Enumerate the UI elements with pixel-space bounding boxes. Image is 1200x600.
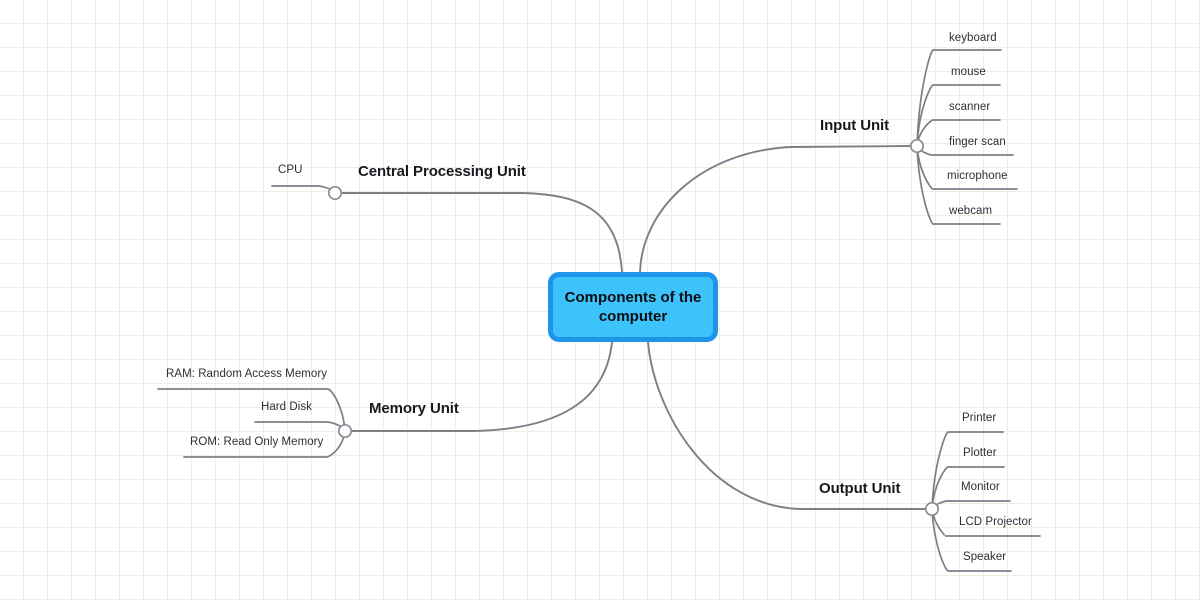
leaf-edge-output-unit-4 — [931, 508, 1012, 572]
main-branch-edges — [340, 145, 927, 510]
edge-root-to-memory-unit — [350, 341, 613, 432]
root-node[interactable]: Components of the computer — [548, 272, 718, 342]
branch-title-memory-unit[interactable]: Memory Unit — [369, 400, 459, 417]
junction-dot-central-processing-unit[interactable] — [327, 185, 343, 201]
leaf-edge-output-unit-2 — [931, 500, 1011, 510]
junction-dots — [327, 138, 940, 517]
leaf-label-output-unit-4[interactable]: Speaker — [963, 551, 1007, 563]
leaf-edge-input-unit-4 — [916, 145, 1018, 190]
leaf-edge-input-unit-0 — [916, 49, 1002, 147]
leaf-label-input-unit-3[interactable]: finger scan — [949, 136, 1006, 148]
junction-dot-memory-unit[interactable] — [337, 423, 353, 439]
leaf-label-input-unit-5[interactable]: webcam — [949, 205, 993, 217]
junction-dot-output-unit[interactable] — [924, 501, 940, 517]
junction-dot-input-unit[interactable] — [909, 138, 925, 154]
branch-title-central-processing-unit[interactable]: Central Processing Unit — [358, 163, 526, 180]
leaf-label-memory-unit-0[interactable]: RAM: Random Access Memory — [166, 368, 328, 380]
leaf-label-input-unit-1[interactable]: mouse — [951, 66, 986, 78]
branch-title-input-unit[interactable]: Input Unit — [820, 117, 889, 134]
leaf-label-input-unit-0[interactable]: keyboard — [949, 32, 997, 44]
leaf-edge-memory-unit-0 — [157, 388, 346, 432]
leaf-label-output-unit-2[interactable]: Monitor — [961, 481, 1000, 493]
leaf-edge-output-unit-0 — [931, 431, 1004, 510]
leaf-edge-memory-unit-1 — [254, 421, 346, 432]
leaf-label-memory-unit-1[interactable]: Hard Disk — [261, 401, 312, 413]
leaf-label-central-processing-unit-0[interactable]: CPU — [278, 164, 303, 176]
edge-root-to-output-unit — [647, 341, 927, 510]
leaf-edge-central-processing-unit-0 — [271, 185, 336, 194]
root-label-line-1: Components of the — [564, 288, 702, 306]
leaf-label-output-unit-1[interactable]: Plotter — [963, 447, 997, 459]
branch-title-output-unit[interactable]: Output Unit — [819, 480, 901, 497]
leaf-label-input-unit-2[interactable]: scanner — [949, 101, 991, 113]
leaf-edge-input-unit-1 — [916, 84, 1001, 147]
root-node-label: Components of the computer — [565, 288, 702, 326]
leaf-edge-input-unit-5 — [916, 145, 1001, 225]
leaf-edge-output-unit-1 — [931, 466, 1005, 510]
leaf-label-output-unit-3[interactable]: LCD Projector — [959, 516, 1032, 528]
edge-root-to-cpu — [340, 192, 623, 273]
leaf-label-input-unit-4[interactable]: microphone — [947, 170, 1008, 182]
edge-root-to-input-unit — [639, 145, 912, 273]
leaf-label-output-unit-0[interactable]: Printer — [962, 412, 997, 424]
leaf-label-memory-unit-2[interactable]: ROM: Read Only Memory — [190, 436, 324, 448]
root-label-line-2: computer — [598, 308, 668, 325]
